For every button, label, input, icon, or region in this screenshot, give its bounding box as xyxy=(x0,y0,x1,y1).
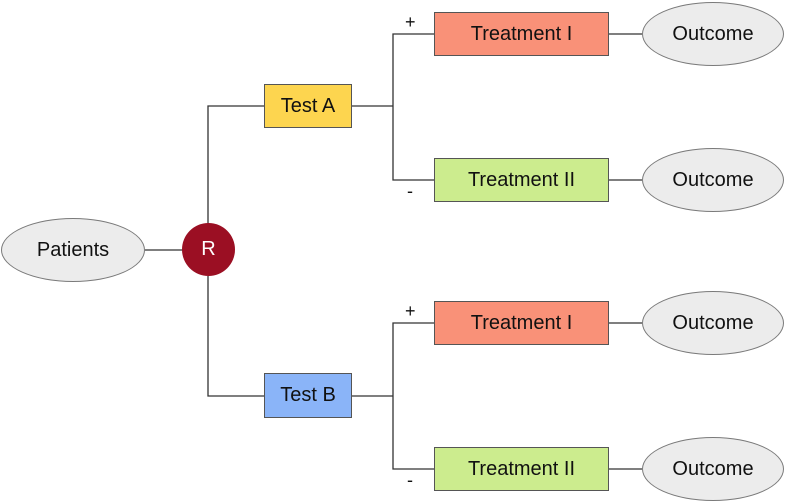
treatment-label: Treatment I xyxy=(470,22,573,45)
connector-randomize-test-b xyxy=(207,276,264,397)
test-b-negative-sign: - xyxy=(407,470,413,490)
test-a-positive-sign: + xyxy=(405,12,416,32)
test-a-positive-treatment: Treatment I xyxy=(434,12,609,56)
test-a-node: Test A xyxy=(264,84,352,128)
patients-node: Patients xyxy=(1,218,145,282)
test-b-negative-outcome: Outcome xyxy=(642,437,784,501)
outcome-label: Outcome xyxy=(672,22,754,45)
test-b-label: Test B xyxy=(280,384,336,406)
connector-test-a-branches xyxy=(392,33,434,181)
patients-label: Patients xyxy=(36,238,110,261)
test-a-negative-treatment: Treatment II xyxy=(434,158,609,202)
test-b-positive-sign: + xyxy=(405,301,416,321)
test-b-positive-outcome: Outcome xyxy=(642,291,784,355)
connector-test-b-branches xyxy=(392,322,434,470)
treatment-label: Treatment I xyxy=(470,311,573,334)
test-a-negative-outcome: Outcome xyxy=(642,148,784,212)
randomization-label: R xyxy=(201,238,216,260)
test-b-negative-treatment: Treatment II xyxy=(434,447,609,491)
treatment-label: Treatment II xyxy=(467,168,576,191)
outcome-label: Outcome xyxy=(672,168,754,191)
connector-randomize-test-a xyxy=(207,105,264,224)
randomization-node: R xyxy=(182,223,235,276)
test-a-positive-outcome: Outcome xyxy=(642,2,784,66)
test-a-negative-sign: - xyxy=(407,181,413,201)
test-a-label: Test A xyxy=(280,94,336,117)
outcome-label: Outcome xyxy=(672,457,754,480)
treatment-label: Treatment II xyxy=(467,457,576,480)
test-b-node: Test B xyxy=(264,373,352,418)
outcome-label: Outcome xyxy=(672,311,754,334)
test-b-positive-treatment: Treatment I xyxy=(434,301,609,345)
